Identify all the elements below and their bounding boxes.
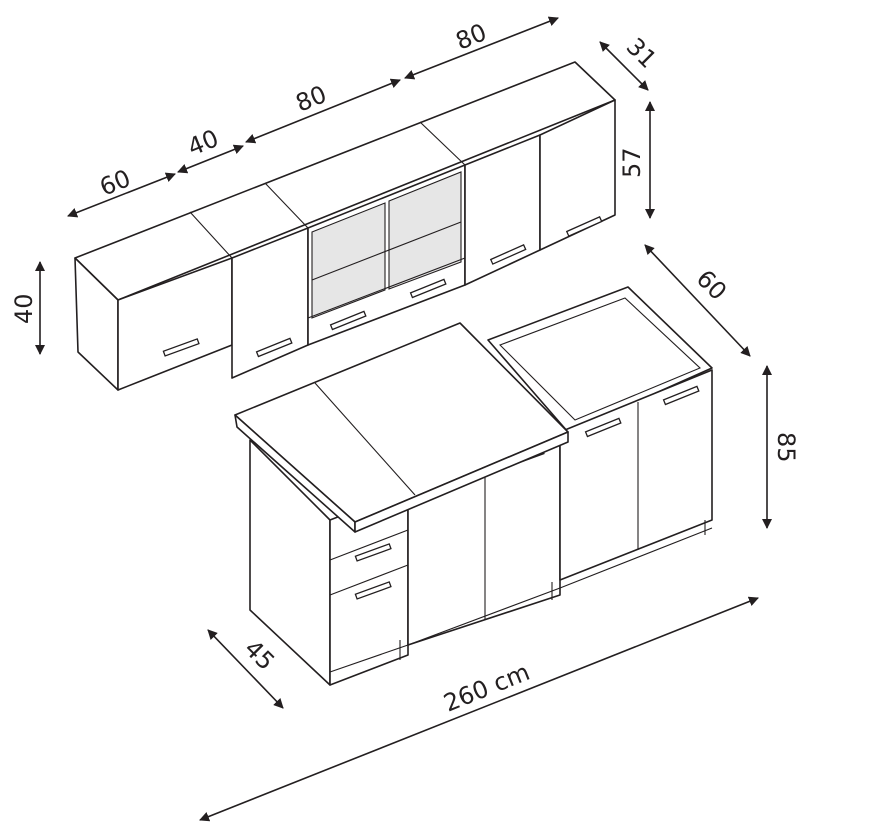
label-upper-60: 60: [96, 164, 135, 201]
label-total-width: 260 cm: [440, 658, 534, 718]
label-upper-height-57: 57: [618, 147, 646, 178]
worktop-edge-front: [354, 431, 569, 533]
label-upper-depth-31: 31: [621, 32, 662, 73]
upper-door-80b: [539, 99, 616, 251]
label-upper-80b: 80: [452, 18, 491, 55]
upper-cabinets: [74, 61, 616, 391]
label-base-depth-45: 45: [239, 634, 280, 675]
base-doors-right: [559, 369, 713, 581]
label-base-height-85: 85: [772, 432, 800, 463]
base-cabinets: [234, 286, 713, 686]
label-upper-80a: 80: [292, 80, 331, 117]
upper-door-40: [231, 227, 309, 379]
upper-door-80a: [464, 134, 541, 286]
label-upper-height-40: 40: [10, 293, 38, 324]
dimension-lines: [35, 16, 772, 822]
